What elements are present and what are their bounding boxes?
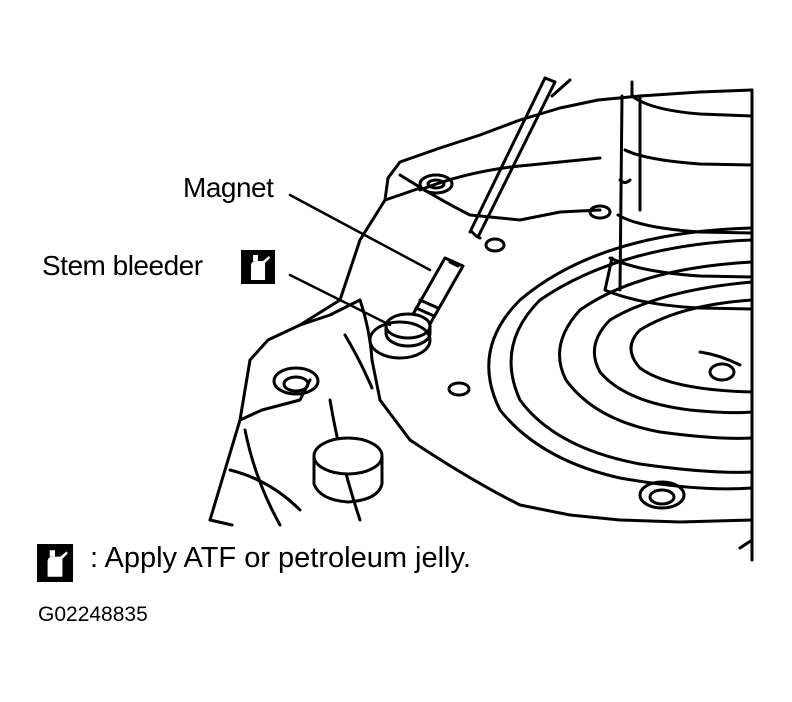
plug (312, 436, 384, 504)
magnet-rod (468, 76, 572, 240)
stem-bleeder-label: Stem bleeder (42, 250, 203, 281)
apply-fluid-icon (241, 250, 275, 284)
bearing-seat (487, 226, 754, 491)
magnet-label: Magnet (183, 172, 274, 203)
break-marks (738, 88, 754, 562)
leader-lines (288, 193, 432, 327)
figure-id: G02248835 (38, 603, 148, 626)
housing-outline (208, 88, 754, 527)
drum (603, 80, 754, 367)
apply-fluid-icon (37, 544, 73, 582)
flange-outline (343, 156, 754, 524)
legend-text: : Apply ATF or petroleum jelly. (90, 542, 471, 574)
stem-bleeder (368, 312, 432, 360)
magnet-tip (410, 256, 465, 326)
bolt-holes (272, 173, 736, 510)
